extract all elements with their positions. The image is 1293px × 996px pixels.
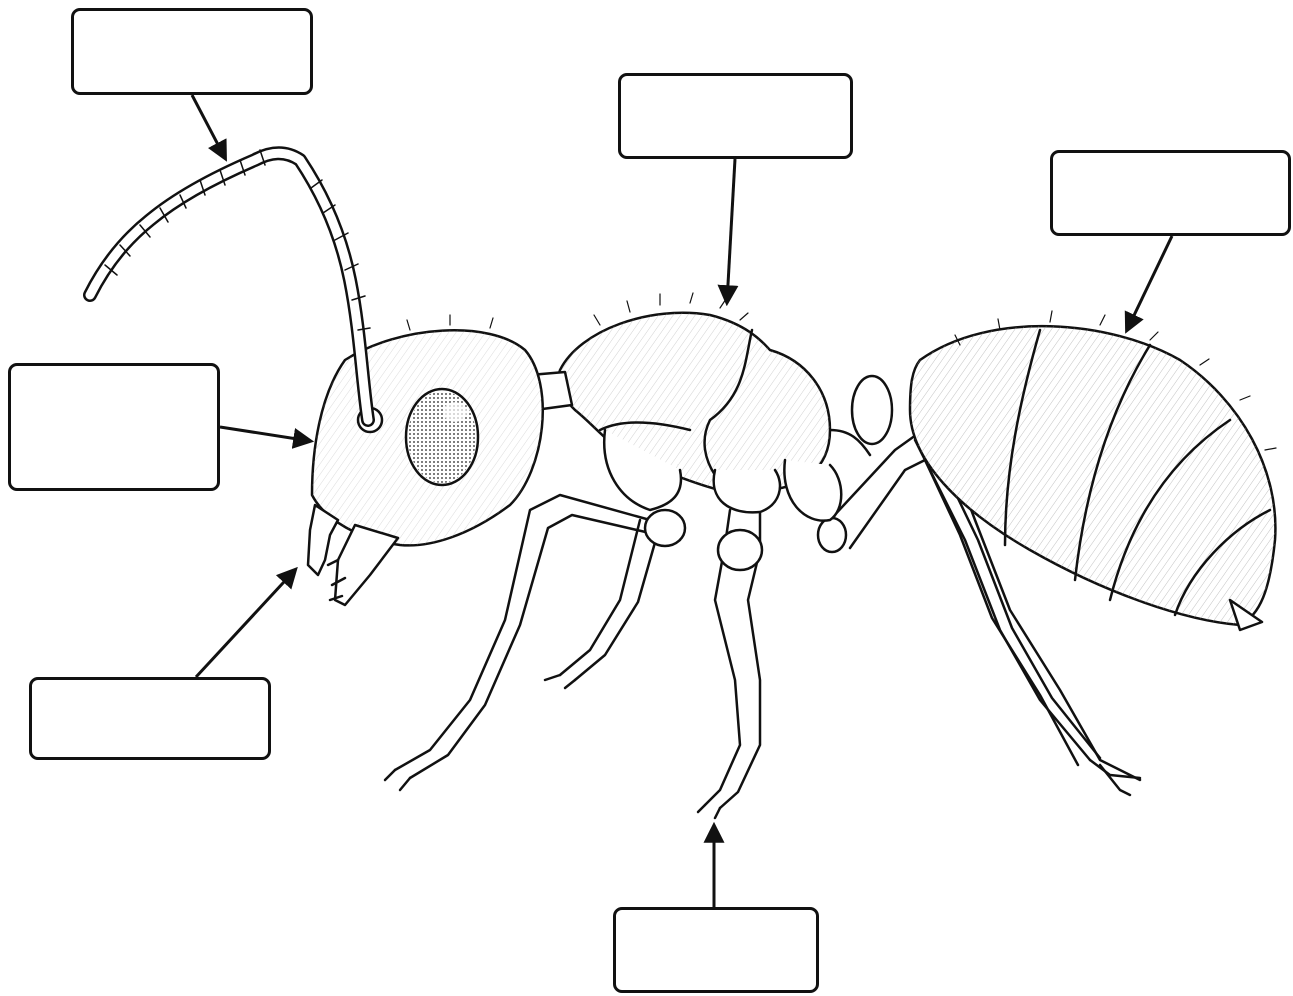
mid-leg-far bbox=[545, 520, 660, 688]
arrow-thorax bbox=[727, 159, 735, 302]
abdomen-illustration bbox=[910, 326, 1275, 630]
head-illustration bbox=[312, 330, 543, 545]
middle-leg bbox=[698, 510, 762, 818]
thorax-illustration bbox=[558, 313, 841, 521]
petiole bbox=[830, 376, 892, 455]
arrow-abdomen bbox=[1127, 236, 1172, 330]
label-box-antenna[interactable] bbox=[71, 8, 313, 95]
label-box-mandibles[interactable] bbox=[29, 677, 271, 760]
label-box-thorax[interactable] bbox=[618, 73, 853, 159]
arrow-antenna bbox=[192, 95, 225, 158]
label-box-abdomen[interactable] bbox=[1050, 150, 1291, 236]
arrow-head bbox=[220, 427, 310, 441]
label-box-head[interactable] bbox=[8, 363, 220, 491]
arrow-mandibles bbox=[196, 570, 295, 677]
label-box-leg[interactable] bbox=[613, 907, 819, 993]
